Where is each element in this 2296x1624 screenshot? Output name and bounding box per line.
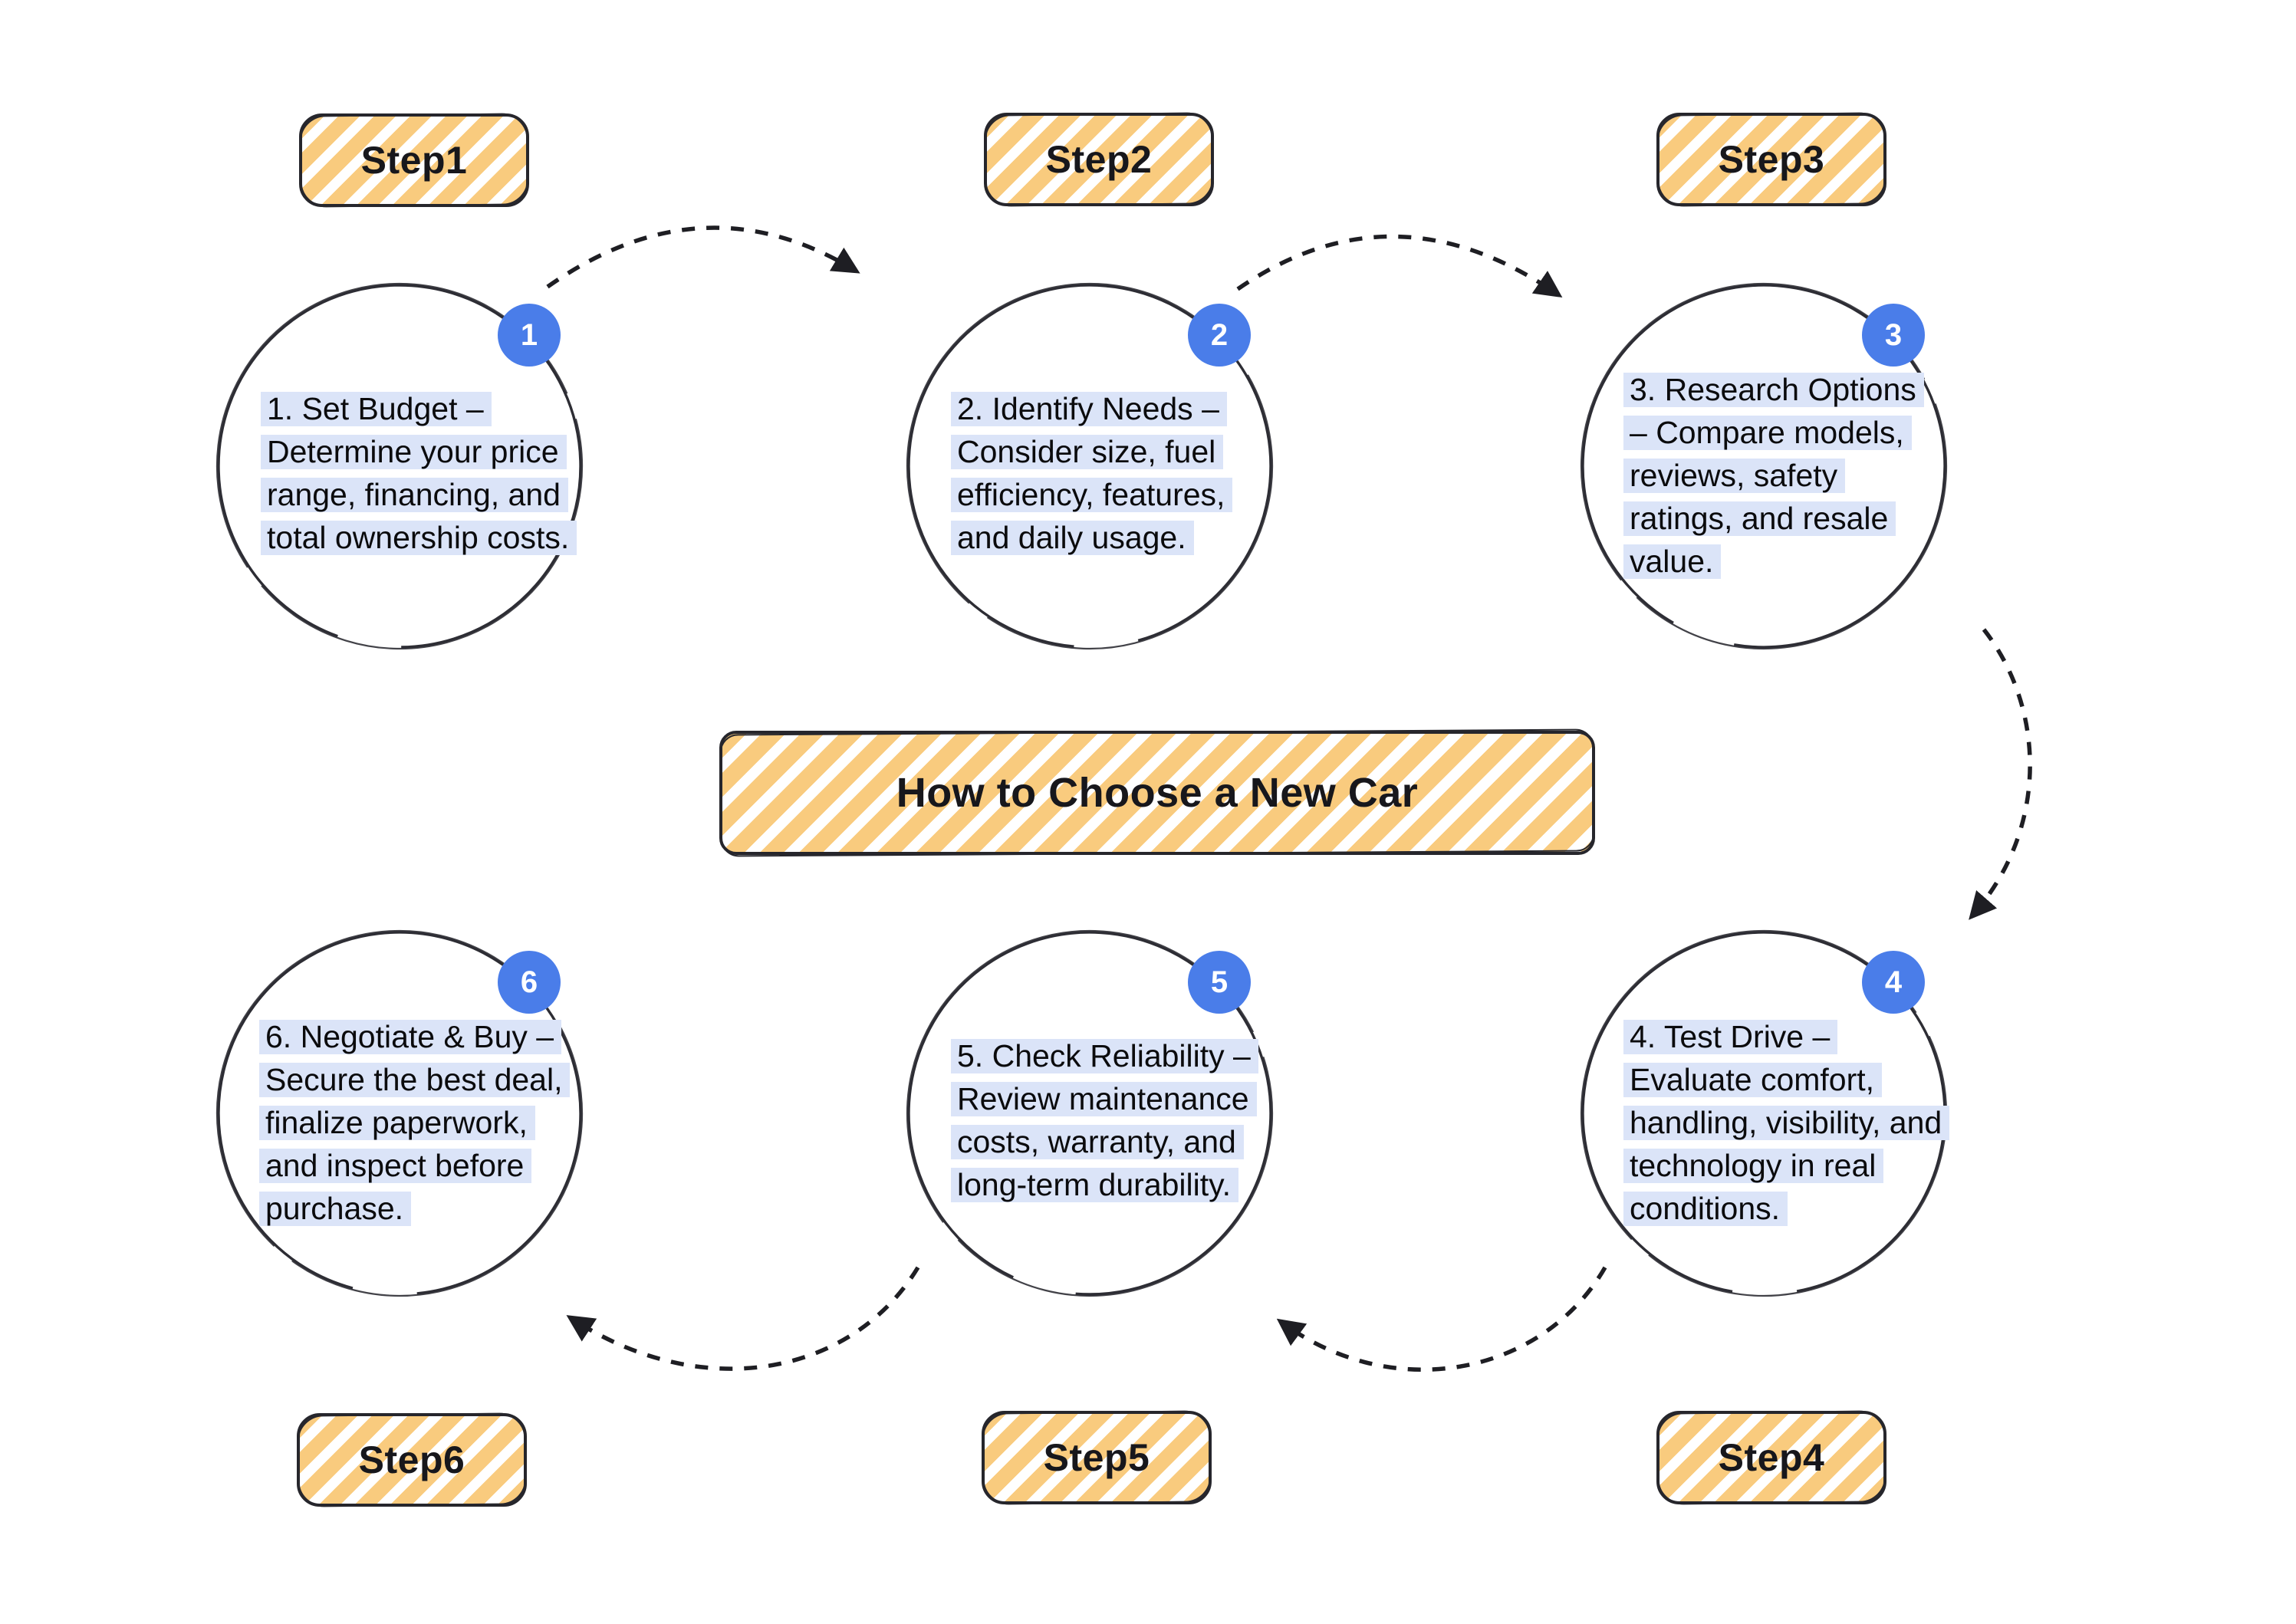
arrow-step2-to-step3 (1236, 234, 1563, 298)
step-label-text: Step2 (1045, 138, 1153, 181)
node-text[interactable]: 3. Research Options – Compare models, re… (1623, 373, 1924, 587)
text-line: Consider size, fuel (951, 435, 1224, 469)
flow-node-3[interactable]: 3 3. Research Options – Compare models, … (1576, 278, 1952, 654)
node-number-badge: 3 (1862, 304, 1925, 367)
text-line: 1. Set Budget – (261, 392, 492, 426)
arrow-step3-to-step4 (1969, 628, 2032, 920)
flow-node-5[interactable]: 5 5. Check Reliability – Review maintena… (902, 925, 1278, 1301)
step-label-step1[interactable]: Step1 (299, 113, 529, 207)
title-banner[interactable]: How to Choose a New Car (719, 731, 1595, 855)
text-line: Review maintenance (951, 1082, 1257, 1116)
step-label-text: Step4 (1718, 1436, 1825, 1479)
node-number-badge: 2 (1188, 304, 1251, 367)
node-circle-outline (906, 929, 1274, 1297)
step-label-text: Step6 (358, 1438, 465, 1481)
text-line: – Compare models, (1623, 416, 1912, 450)
text-line: conditions. (1623, 1192, 1788, 1226)
flow-node-1[interactable]: 1 1. Set Budget – Determine your price r… (212, 278, 587, 654)
text-line: range, financing, and (261, 478, 568, 512)
text-line: handling, visibility, and (1623, 1106, 1950, 1140)
node-number-badge: 6 (498, 951, 561, 1014)
text-line: and inspect before (259, 1149, 532, 1183)
text-line: reviews, safety (1623, 459, 1846, 493)
text-line: costs, warranty, and (951, 1125, 1244, 1159)
node-circle-outline (1580, 929, 1948, 1297)
step-label-step6[interactable]: Step6 (297, 1413, 527, 1507)
text-line: Determine your price (261, 435, 567, 469)
flow-node-4[interactable]: 4 4. Test Drive – Evaluate comfort, hand… (1576, 925, 1952, 1301)
node-circle-outline (1580, 282, 1948, 650)
node-number-badge: 1 (498, 304, 561, 367)
step-label-text: Step5 (1043, 1436, 1150, 1479)
step-label-step3[interactable]: Step3 (1656, 113, 1886, 206)
arrow-step4-to-step5 (1276, 1266, 1607, 1372)
arrow-step5-to-step6 (566, 1266, 920, 1371)
node-number-badge: 4 (1862, 951, 1925, 1014)
arrow-step1-to-step2 (546, 225, 860, 289)
flow-node-2[interactable]: 2 2. Identify Needs – Consider size, fue… (902, 278, 1278, 654)
step-label-step4[interactable]: Step4 (1656, 1411, 1886, 1504)
text-line: purchase. (259, 1192, 412, 1226)
text-line: ratings, and resale (1623, 501, 1896, 536)
text-line: 5. Check Reliability – (951, 1039, 1258, 1073)
node-circle-outline (906, 282, 1274, 650)
text-line: long-term durability. (951, 1168, 1238, 1202)
node-text[interactable]: 1. Set Budget – Determine your price ran… (261, 392, 577, 564)
text-line: total ownership costs. (261, 521, 577, 555)
text-line: 4. Test Drive – (1623, 1020, 1838, 1054)
text-line: technology in real (1623, 1149, 1884, 1183)
title-text: How to Choose a New Car (896, 770, 1419, 816)
flow-node-6[interactable]: 6 6. Negotiate & Buy – Secure the best d… (212, 925, 587, 1301)
text-line: 2. Identify Needs – (951, 392, 1227, 426)
step-label-text: Step3 (1718, 138, 1825, 181)
text-line: 6. Negotiate & Buy – (259, 1020, 562, 1054)
node-text[interactable]: 5. Check Reliability – Review maintenanc… (951, 1039, 1258, 1211)
node-text[interactable]: 6. Negotiate & Buy – Secure the best dea… (259, 1020, 571, 1234)
text-line: value. (1623, 544, 1722, 579)
node-number-badge: 5 (1188, 951, 1251, 1014)
node-text[interactable]: 2. Identify Needs – Consider size, fuel … (951, 392, 1233, 564)
text-line: Evaluate comfort, (1623, 1063, 1883, 1097)
step-label-text: Step1 (360, 139, 468, 182)
text-line: Secure the best deal, (259, 1063, 571, 1097)
text-line: and daily usage. (951, 521, 1194, 555)
node-text[interactable]: 4. Test Drive – Evaluate comfort, handli… (1623, 1020, 1950, 1234)
text-line: finalize paperwork, (259, 1106, 535, 1140)
step-label-step2[interactable]: Step2 (984, 113, 1214, 206)
text-line: 3. Research Options (1623, 373, 1924, 407)
step-label-step5[interactable]: Step5 (982, 1411, 1212, 1504)
text-line: efficiency, features, (951, 478, 1233, 512)
